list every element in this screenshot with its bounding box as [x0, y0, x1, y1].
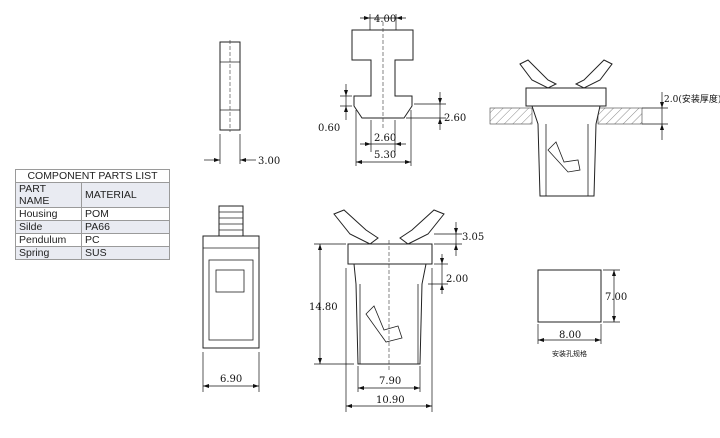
dim-step-right: 2.60	[444, 113, 466, 124]
material-cell: POM	[81, 207, 170, 221]
table-caption-row: COMPONENT PARTS LIST	[15, 169, 170, 183]
component-parts-table: COMPONENT PARTS LIST PART NAME MATERIAL …	[15, 169, 170, 260]
dim-base-width: 5.30	[374, 150, 396, 161]
table-header-row: PART NAME MATERIAL	[15, 182, 170, 208]
material-cell: SUS	[81, 246, 170, 260]
dim-top-width: 4.00	[374, 14, 396, 25]
dim-inner-width: 7.90	[379, 376, 401, 387]
dim-height: 14.80	[309, 302, 338, 313]
material-cell: PC	[81, 233, 170, 247]
dim-side-width: 3.00	[258, 156, 280, 167]
dim-step-small: 0.60	[318, 123, 340, 134]
material-cell: PA66	[81, 220, 170, 234]
table-row: Silde PA66	[15, 220, 170, 234]
dim-hole-width: 8.00	[559, 330, 581, 341]
part-name-cell: Silde	[15, 220, 82, 234]
dim-shoulder: 2.00	[446, 274, 468, 285]
part-name-cell: Housing	[15, 207, 82, 221]
part-name-cell: Spring	[15, 246, 82, 260]
part-name-cell: Pendulum	[15, 233, 82, 247]
dim-top-step: 3.05	[462, 232, 484, 243]
installed-view: 2.0(安装厚度)	[489, 59, 720, 197]
dim-neck-width: 2.60	[374, 133, 396, 144]
mounting-hole-view: 7.00 8.00 安装孔规格	[537, 269, 627, 358]
hole-caption: 安装孔规格	[552, 349, 587, 358]
main-front-view: 3.05 2.00 14.80 7.90 10.90	[309, 209, 484, 412]
dim-outer-width: 10.90	[376, 395, 405, 406]
side-view-top: 3.00	[204, 40, 280, 167]
dim-front-width: 6.90	[220, 374, 242, 385]
front-narrow-view: 6.90	[202, 205, 260, 392]
table-row: Pendulum PC	[15, 233, 170, 247]
table-title: COMPONENT PARTS LIST	[15, 169, 170, 183]
header-part-name: PART NAME	[15, 182, 82, 208]
dim-hole-height: 7.00	[605, 292, 627, 303]
dim-thickness: 2.0(安装厚度)	[664, 93, 720, 105]
header-material: MATERIAL	[81, 182, 170, 208]
table-row: Housing POM	[15, 207, 170, 221]
slide-profile-view: 4.00 0.60 2.60 2.60 5.30	[318, 14, 466, 166]
table-row: Spring SUS	[15, 246, 170, 260]
